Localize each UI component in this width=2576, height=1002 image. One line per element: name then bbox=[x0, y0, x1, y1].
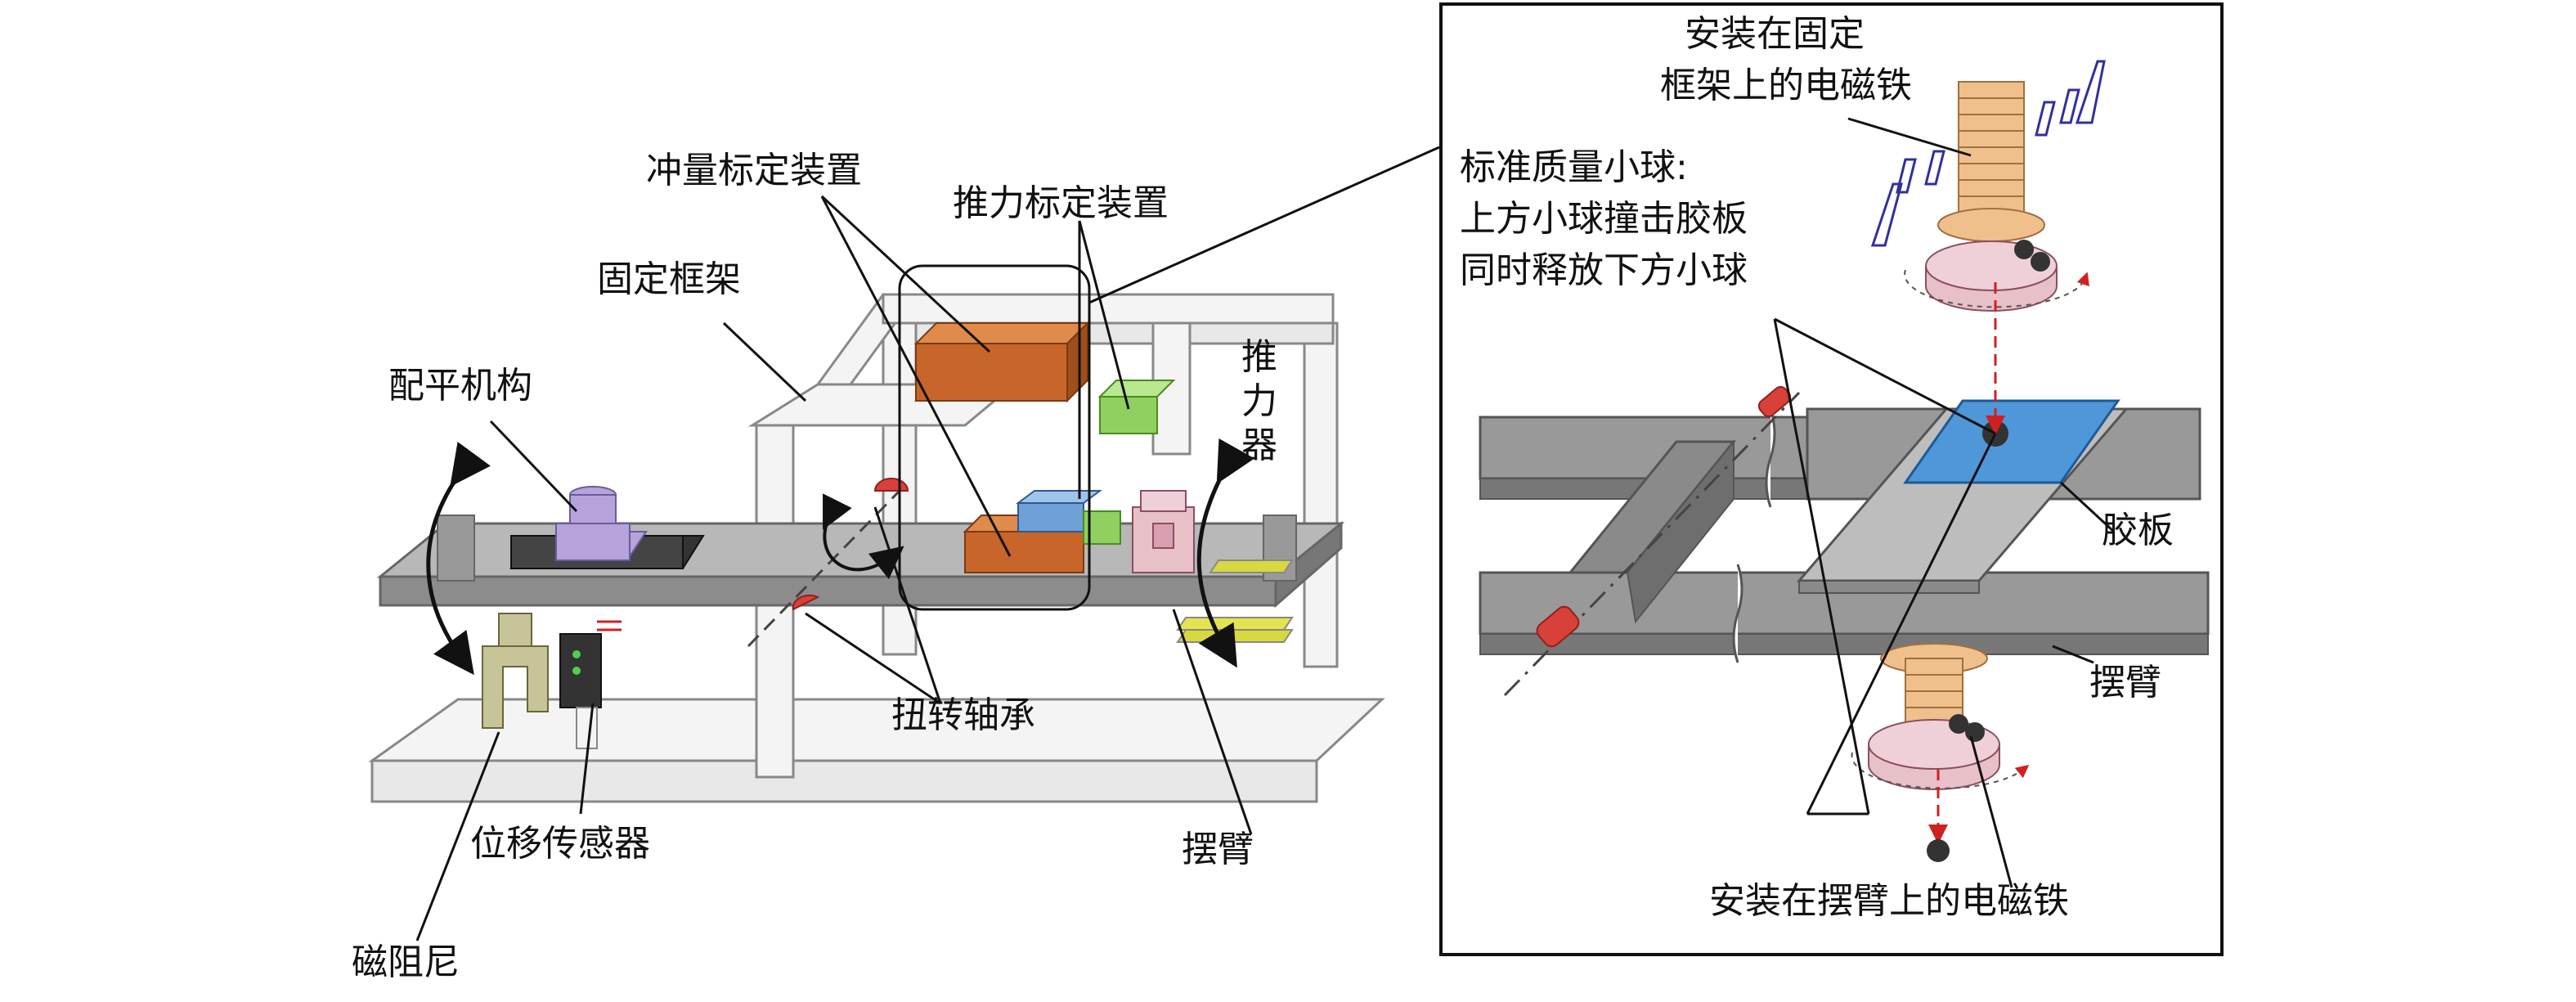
label-thruster-char-2: 力 bbox=[1241, 380, 1277, 422]
inset-label-magnet-frame-2: 框架上的电磁铁 bbox=[1660, 65, 1912, 106]
label-fixed-frame: 固定框架 bbox=[597, 258, 741, 300]
label-thruster: 推 力 器 bbox=[1239, 335, 1280, 468]
rubber-plate bbox=[1903, 399, 2120, 484]
base-plate bbox=[368, 698, 1385, 762]
balance-mechanism bbox=[509, 486, 705, 569]
main-apparatus bbox=[368, 146, 1440, 941]
inset-label-magnet-arm: 安装在摆臂上的电磁铁 bbox=[1709, 880, 2069, 922]
inset-bearings bbox=[1536, 385, 1792, 648]
label-thruster-char-1: 推 bbox=[1241, 336, 1277, 378]
label-magnetic-damper: 磁阻尼 bbox=[352, 941, 460, 983]
lower-electromagnet bbox=[1851, 643, 2030, 862]
displacement-sensor bbox=[559, 620, 622, 749]
thruster bbox=[1132, 490, 1195, 573]
label-thruster-char-3: 器 bbox=[1241, 425, 1277, 466]
inset-label-rubber-plate: 胶板 bbox=[2102, 510, 2174, 551]
label-displacement-sensor: 位移传感器 bbox=[470, 823, 650, 865]
label-impulse-calibration: 冲量标定装置 bbox=[646, 150, 862, 191]
label-balance-mechanism: 配平机构 bbox=[388, 365, 532, 407]
inset-label-ball-3: 同时释放下方小球 bbox=[1460, 249, 1748, 291]
label-swing-arm: 摆臂 bbox=[1182, 829, 1254, 870]
inset-label-magnet-frame-1: 安装在固定 bbox=[1685, 13, 1865, 55]
inset-label-swing-arm: 摆臂 bbox=[2089, 662, 2161, 703]
inset-label-ball-1: 标准质量小球: bbox=[1460, 146, 1688, 188]
calibration-callout-box bbox=[898, 264, 1091, 611]
inset-label-ball-2: 上方小球撞击胶板 bbox=[1460, 198, 1748, 240]
upper-electromagnet bbox=[1870, 60, 2106, 435]
magnetic-damper bbox=[482, 613, 549, 729]
thrust-calibration-blocks bbox=[1016, 380, 1176, 545]
label-thrust-calibration: 推力标定装置 bbox=[953, 182, 1169, 224]
inset-panel bbox=[1439, 2, 2224, 956]
label-torsion-bearing: 扭转轴承 bbox=[891, 694, 1035, 736]
